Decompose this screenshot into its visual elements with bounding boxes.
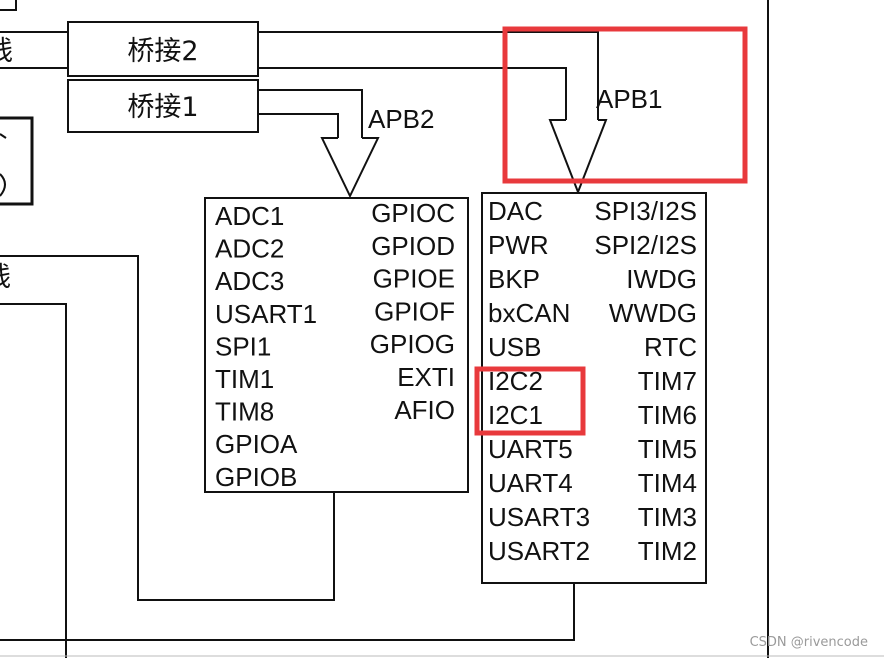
peripheral-label: bxCAN (488, 298, 570, 328)
apb1-highlight-box (502, 26, 748, 184)
glyph-fragment-stroke (0, 133, 7, 139)
apb2-peripheral-box (204, 197, 469, 493)
peripheral-label: TIM2 (638, 536, 697, 566)
peripheral-label: TIM6 (638, 400, 697, 430)
apb1-peripheral-box (481, 192, 707, 584)
peripheral-label: GPIOA (215, 429, 298, 459)
peripheral-label: TIM8 (215, 397, 274, 427)
peripheral-label: USB (488, 332, 541, 362)
apb2-return-bus (0, 255, 335, 601)
peripheral-label: TIM4 (638, 468, 697, 498)
peripheral-label: TIM5 (638, 434, 697, 464)
peripheral-label: GPIOB (215, 462, 297, 492)
apb1-right-column: SPI3/I2S SPI2/I2S IWDG WWDG RTC TIM7TIM6TIM5T… (594, 196, 697, 566)
peripheral-label: RTC (644, 332, 697, 362)
peripheral-label: GPIOC (371, 198, 455, 228)
peripheral-label: USART3 (488, 502, 590, 532)
peripheral-label: TIM1 (215, 364, 274, 394)
peripheral-label: GPIOF (374, 296, 455, 326)
apb2-bus-inner (258, 113, 339, 138)
apb1-return-bus (0, 584, 575, 641)
peripheral-label: GPIOD (371, 231, 455, 261)
i2c-highlight-box (474, 366, 586, 436)
peripheral-label: BKP (488, 264, 540, 294)
peripheral-label: SPI1 (215, 331, 271, 361)
left-vertical-bus (0, 303, 67, 658)
peripheral-label: USART2 (488, 536, 590, 566)
peripheral-label: DAC (488, 196, 543, 226)
peripheral-label: UART5 (488, 434, 573, 464)
apb1-left-column: DACPWRBKPbxCANUSBI2C2I2C1UART5UART4USART… (488, 196, 590, 566)
peripheral-label: PWR (488, 230, 549, 260)
corner-bracket-line (0, 0, 17, 11)
peripheral-label: AFIO (394, 395, 455, 425)
peripheral-label: USART1 (215, 299, 317, 329)
peripheral-label: ADC2 (215, 234, 284, 264)
watermark-text: CSDN @rivencode (749, 635, 868, 650)
bridge2-box: 桥接2 (67, 21, 259, 77)
apb2-label: APB2 (368, 104, 435, 134)
peripheral-label: SPI2/I2S (594, 230, 697, 260)
peripheral-label: GPIOE (373, 264, 455, 294)
edge-fragment-top: 线 (0, 36, 13, 67)
peripheral-label: IWDG (626, 264, 697, 294)
peripheral-label: SPI3/I2S (594, 196, 697, 226)
apb1-bus-inner (258, 67, 567, 120)
peripheral-label: I2C1 (488, 400, 543, 430)
peripheral-label: ADC1 (215, 201, 284, 231)
bridge1-box: 桥接1 (67, 79, 259, 133)
apb2-arrow-icon (320, 137, 380, 199)
apb2-bus-outer (258, 89, 363, 138)
left-box-glyph-fragments (0, 133, 7, 197)
apb1-label: APB1 (596, 84, 663, 114)
peripheral-label: EXTI (397, 362, 455, 392)
bridge2-label: 桥接2 (127, 36, 198, 67)
peripheral-label: TIM3 (638, 502, 697, 532)
left-partial-box (0, 116, 34, 206)
bridge1-label: 桥接1 (127, 92, 198, 123)
peripheral-label: TIM7 (638, 366, 697, 396)
edge-fragment-mid: 线 (0, 262, 11, 293)
glyph-fragment-curve (0, 173, 6, 197)
peripheral-label: UART4 (488, 468, 573, 498)
peripheral-label: GPIOG (370, 329, 455, 359)
peripheral-label: WWDG (609, 298, 697, 328)
apb1-bus-outer (258, 31, 599, 120)
peripheral-label: ADC3 (215, 266, 284, 296)
